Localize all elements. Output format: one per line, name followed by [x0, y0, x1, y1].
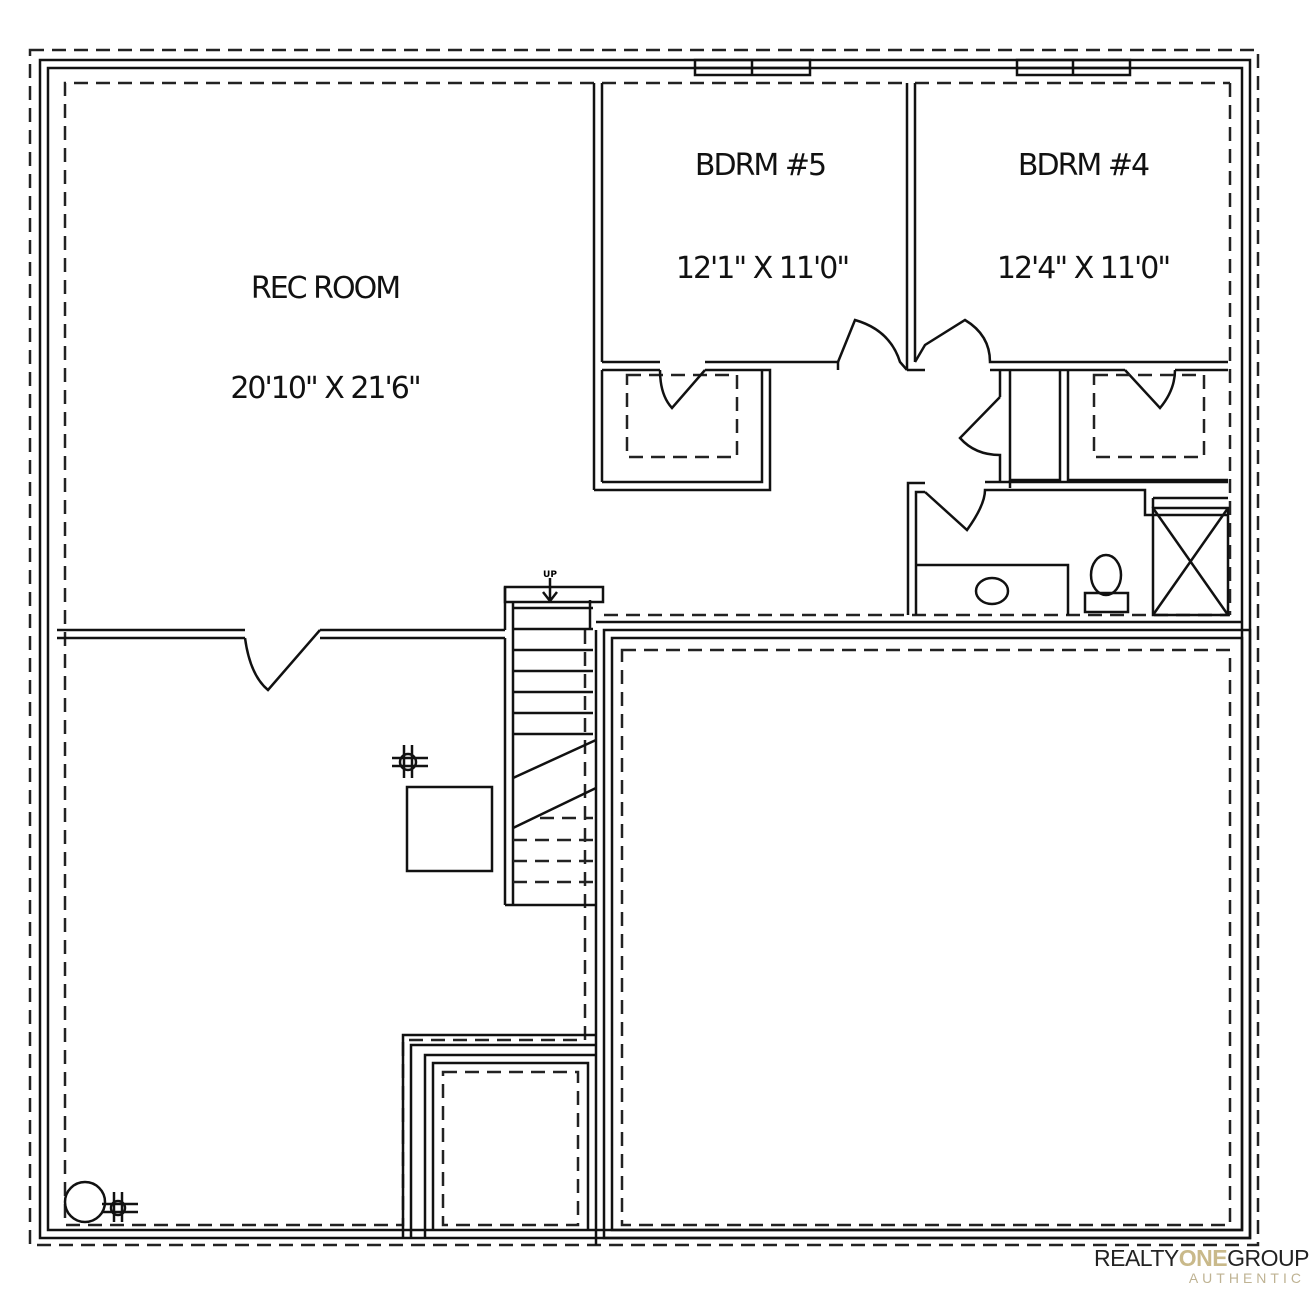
- room-name-rec-room: REC ROOM: [251, 271, 399, 306]
- room-size-rec-room: 20'10" X 21'6": [230, 371, 419, 406]
- sink-icon: [974, 576, 1010, 606]
- post-icon: [392, 745, 428, 778]
- logo-part1: REALTY: [1094, 1245, 1179, 1271]
- bedroom-5-walls: [592, 83, 917, 492]
- room-size-bdrm-4: 12'4" X 11'0": [997, 251, 1169, 286]
- room-name-bdrm-4: BDRM #4: [1018, 148, 1149, 183]
- arrow-down-icon: [542, 578, 558, 604]
- toilet-icon: [1089, 553, 1123, 597]
- stairs-label: UP: [543, 570, 557, 580]
- windows: [693, 58, 1132, 77]
- logo-part2: ONE: [1178, 1245, 1228, 1271]
- exterior-walls: [28, 48, 1260, 1247]
- logo-tagline: AUTHENTIC: [1188, 1270, 1305, 1286]
- column-box: [405, 785, 494, 873]
- garage-walls: [594, 620, 1252, 1245]
- room-size-bdrm-5: 12'1" X 11'0": [676, 251, 848, 286]
- rec-room-divider: [57, 628, 505, 692]
- storage-walls: [401, 1033, 596, 1238]
- bathroom: [906, 480, 1230, 617]
- water-heater-icon: [63, 1180, 107, 1224]
- realty-one-group-logo: REALTYONEGROUP AUTHENTIC: [1094, 1245, 1309, 1286]
- logo-part3: GROUP: [1227, 1245, 1309, 1271]
- post-icon: [102, 1192, 138, 1222]
- stairs: UP: [503, 570, 605, 907]
- room-name-bdrm-5: BDRM #5: [695, 148, 825, 183]
- fixtures: [63, 745, 494, 1224]
- bedroom-4-walls: [907, 318, 1228, 488]
